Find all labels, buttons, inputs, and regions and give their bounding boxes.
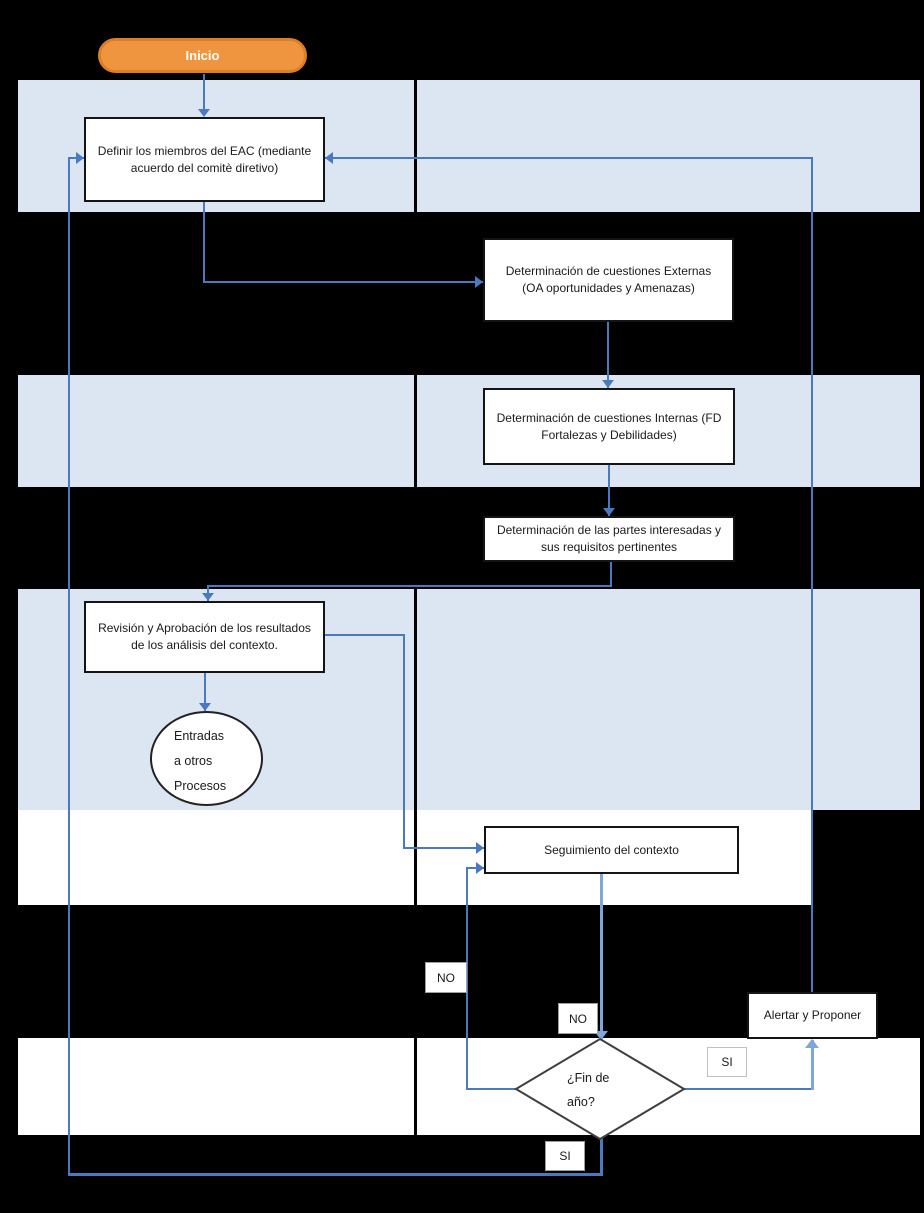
connector-partes-down	[610, 562, 612, 587]
arrowhead-into-seguimiento-1	[476, 842, 484, 854]
node-seguimiento: Seguimiento del contexto	[484, 826, 739, 874]
arrowhead-into-partes	[603, 508, 615, 516]
connector-partes-left	[207, 585, 612, 587]
swimlane-band-5	[18, 1038, 920, 1135]
node-entradas-label: Entradas a otros Procesos	[174, 729, 227, 793]
arrowhead-into-revision	[202, 593, 214, 601]
arrowhead-into-definir-right	[325, 152, 333, 164]
start-node: Inicio	[98, 38, 307, 73]
edge-label-si-right: SI	[707, 1047, 747, 1077]
node-partes: Determinación de las partes interesadas …	[483, 516, 735, 562]
connector-bottom-feedback	[68, 1173, 603, 1176]
connector-start-definir	[203, 74, 205, 114]
node-externas-label: Determinación de cuestiones Externas (OA…	[505, 264, 712, 295]
node-decision-label: ¿Fin de año?	[567, 1071, 610, 1109]
arrowhead-into-entradas	[199, 703, 211, 711]
connector-seguimiento-decision	[600, 873, 603, 1040]
connector-definir-down	[203, 202, 205, 283]
node-definir-label: Definir los miembros del EAC (mediante a…	[97, 143, 312, 175]
arrowhead-into-definir-top	[198, 109, 210, 117]
arrowhead-into-externas	[475, 276, 483, 288]
connector-no-left-vertical	[466, 868, 468, 1090]
node-externas: Determinación de cuestiones Externas (OA…	[483, 238, 734, 322]
node-internas: Determinación de cuestiones Internas (FD…	[483, 388, 735, 465]
node-alertar: Alertar y Proponer	[747, 992, 878, 1039]
node-revision-label: Revisión y Aprobación de los resultados …	[98, 621, 311, 652]
connector-si-up-alertar	[811, 1040, 814, 1090]
connector-revision-down	[403, 634, 405, 849]
arrowhead-into-alertar	[805, 1039, 819, 1048]
arrowhead-into-internas	[602, 380, 614, 388]
edge-label-no-left: NO	[425, 962, 467, 993]
arrowhead-into-decision	[594, 1031, 608, 1040]
edge-label-si-bottom: SI	[545, 1141, 585, 1171]
connector-left-feedback	[68, 157, 70, 1176]
node-seguimiento-label: Seguimiento del contexto	[544, 842, 679, 857]
connector-externas-internas	[607, 322, 609, 388]
connector-revision-right	[325, 634, 405, 636]
connector-internas-partes	[608, 464, 610, 516]
connector-no-into-seguimiento	[466, 867, 484, 869]
edge-label-no-top: NO	[558, 1003, 598, 1034]
node-entradas	[150, 711, 263, 806]
node-revision: Revisión y Aprobación de los resultados …	[84, 601, 325, 673]
connector-into-seguimiento	[403, 847, 484, 849]
connector-alertar-up	[811, 157, 813, 992]
arrowhead-into-seguimiento-2	[476, 862, 484, 874]
connector-definir-externas	[203, 281, 483, 283]
connector-no-left-horizontal	[466, 1088, 518, 1090]
connector-si-right-horizontal	[682, 1088, 813, 1090]
column-divider	[414, 80, 417, 1175]
arrowhead-into-definir-left	[76, 152, 84, 164]
node-decision	[514, 1037, 686, 1141]
swimlane-band-2	[18, 375, 920, 487]
connector-decision-bottom	[600, 1137, 603, 1176]
node-partes-label: Determinación de las partes interesadas …	[496, 523, 722, 554]
node-definir: Definir los miembros del EAC (mediante a…	[84, 117, 325, 202]
connector-revision-entradas	[204, 673, 206, 711]
node-alertar-label: Alertar y Proponer	[763, 1008, 862, 1022]
start-node-label: Inicio	[185, 48, 220, 63]
connector-top-feedback	[325, 157, 813, 159]
node-internas-label: Determinación de cuestiones Internas (FD…	[496, 410, 722, 442]
